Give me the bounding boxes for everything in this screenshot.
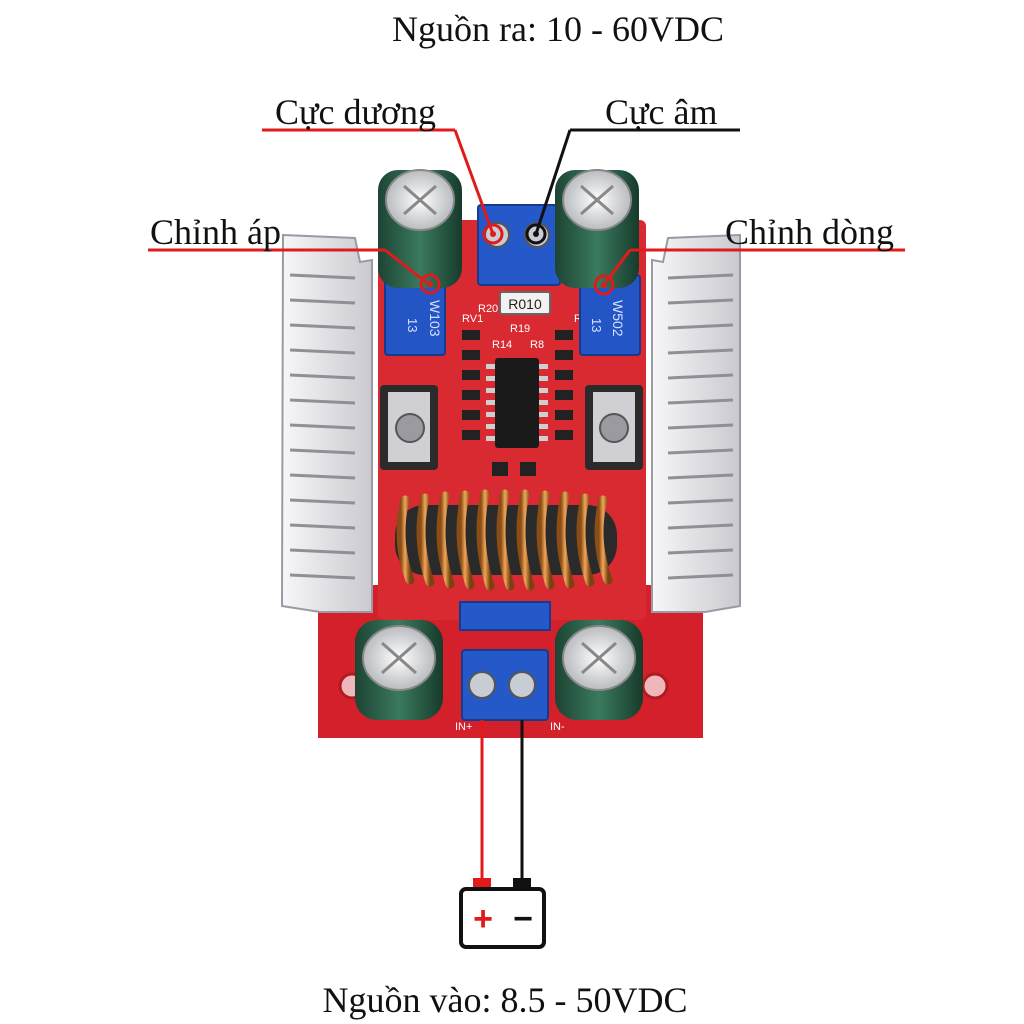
silk-in-plus: IN+	[455, 721, 472, 733]
shunt-marking: R010	[508, 296, 542, 312]
mosfet-left	[380, 385, 438, 470]
capacitor-top-left	[378, 169, 462, 288]
mount-hole-right	[641, 672, 669, 700]
input-terminal	[459, 601, 551, 721]
mosfet-right	[585, 385, 643, 470]
silk-r14: R14	[492, 339, 512, 351]
positive-terminal-label: Cực dương	[275, 92, 436, 132]
capacitor-bottom-left	[355, 620, 443, 720]
output-terminal	[477, 204, 561, 286]
pcb-board: R010 RV1 R20 R19 R14 R8 RV2 IN+ IN-	[280, 169, 741, 738]
smd-components	[462, 330, 573, 476]
voltage-adjust-label: Chỉnh áp	[150, 212, 281, 252]
pot-right-num: 13	[589, 318, 604, 332]
battery-icon: + −	[459, 878, 546, 949]
callout-positive	[262, 128, 504, 245]
toroid-inductor	[395, 489, 617, 591]
silk-r8: R8	[530, 339, 544, 351]
capacitor-bottom-right	[555, 620, 643, 720]
current-potentiometer: W502 13	[579, 274, 641, 356]
pot-right-code: W502	[610, 300, 626, 337]
callout-negative	[525, 128, 740, 245]
silk-r20: R20	[478, 303, 498, 315]
output-voltage-label: Nguồn ra: 10 - 60VDC	[392, 9, 724, 49]
shunt-resistor	[499, 291, 551, 315]
pot-left-num: 13	[405, 318, 420, 332]
capacitor-top-right	[555, 169, 639, 288]
battery-minus-symbol: −	[513, 900, 533, 938]
negative-terminal-label: Cực âm	[605, 92, 717, 132]
callout-current-adjust	[593, 248, 905, 296]
current-adjust-label: Chỉnh dòng	[725, 212, 894, 252]
silk-r19: R19	[510, 323, 530, 335]
silk-rv1: RV1	[462, 313, 483, 325]
callout-voltage-adjust	[148, 248, 441, 295]
battery-plus-symbol: +	[473, 900, 493, 938]
input-voltage-label: Nguồn vào: 8.5 - 50VDC	[323, 980, 688, 1020]
voltage-potentiometer: W103 13	[384, 274, 446, 356]
silk-in-minus: IN-	[550, 721, 565, 733]
heatsink-right	[651, 233, 741, 613]
heatsink-left	[280, 233, 373, 613]
pot-left-code: W103	[427, 300, 443, 337]
control-ic	[486, 358, 548, 448]
